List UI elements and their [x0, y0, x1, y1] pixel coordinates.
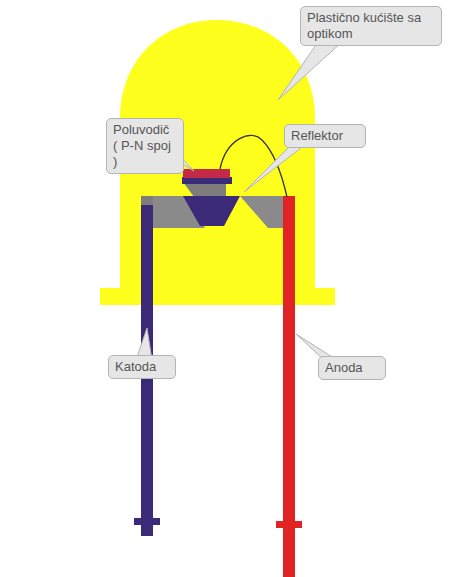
cathode-lead-inner — [141, 196, 153, 305]
callout-box: Katoda — [108, 355, 176, 379]
anode-mark — [276, 521, 302, 528]
chip-base — [182, 177, 232, 184]
reflector-right — [240, 196, 283, 228]
callout-pointer — [278, 42, 342, 100]
callout-box: Reflektor — [284, 124, 366, 148]
anode-lead — [283, 196, 295, 577]
callout-box: Anoda — [318, 356, 386, 380]
callout-label: Anoda — [325, 360, 379, 376]
callout-pointer — [244, 144, 306, 192]
callout-label: Katoda — [115, 359, 169, 375]
callout-label: Reflektor — [291, 128, 359, 144]
callout-label: Poluvodič ( P-N spoj ) — [113, 122, 177, 170]
housing-flange — [100, 288, 335, 305]
reflector-cavity — [183, 196, 240, 226]
callout-box: Plastično kućište sa optikom — [300, 6, 442, 46]
callout-label: Plastično kućište sa optikom — [307, 10, 435, 42]
anode-lead-inner — [283, 196, 295, 305]
cathode-mark — [134, 518, 160, 525]
pn-junction-chip — [183, 169, 230, 178]
callout-box: Poluvodič ( P-N spoj ) — [106, 118, 184, 174]
